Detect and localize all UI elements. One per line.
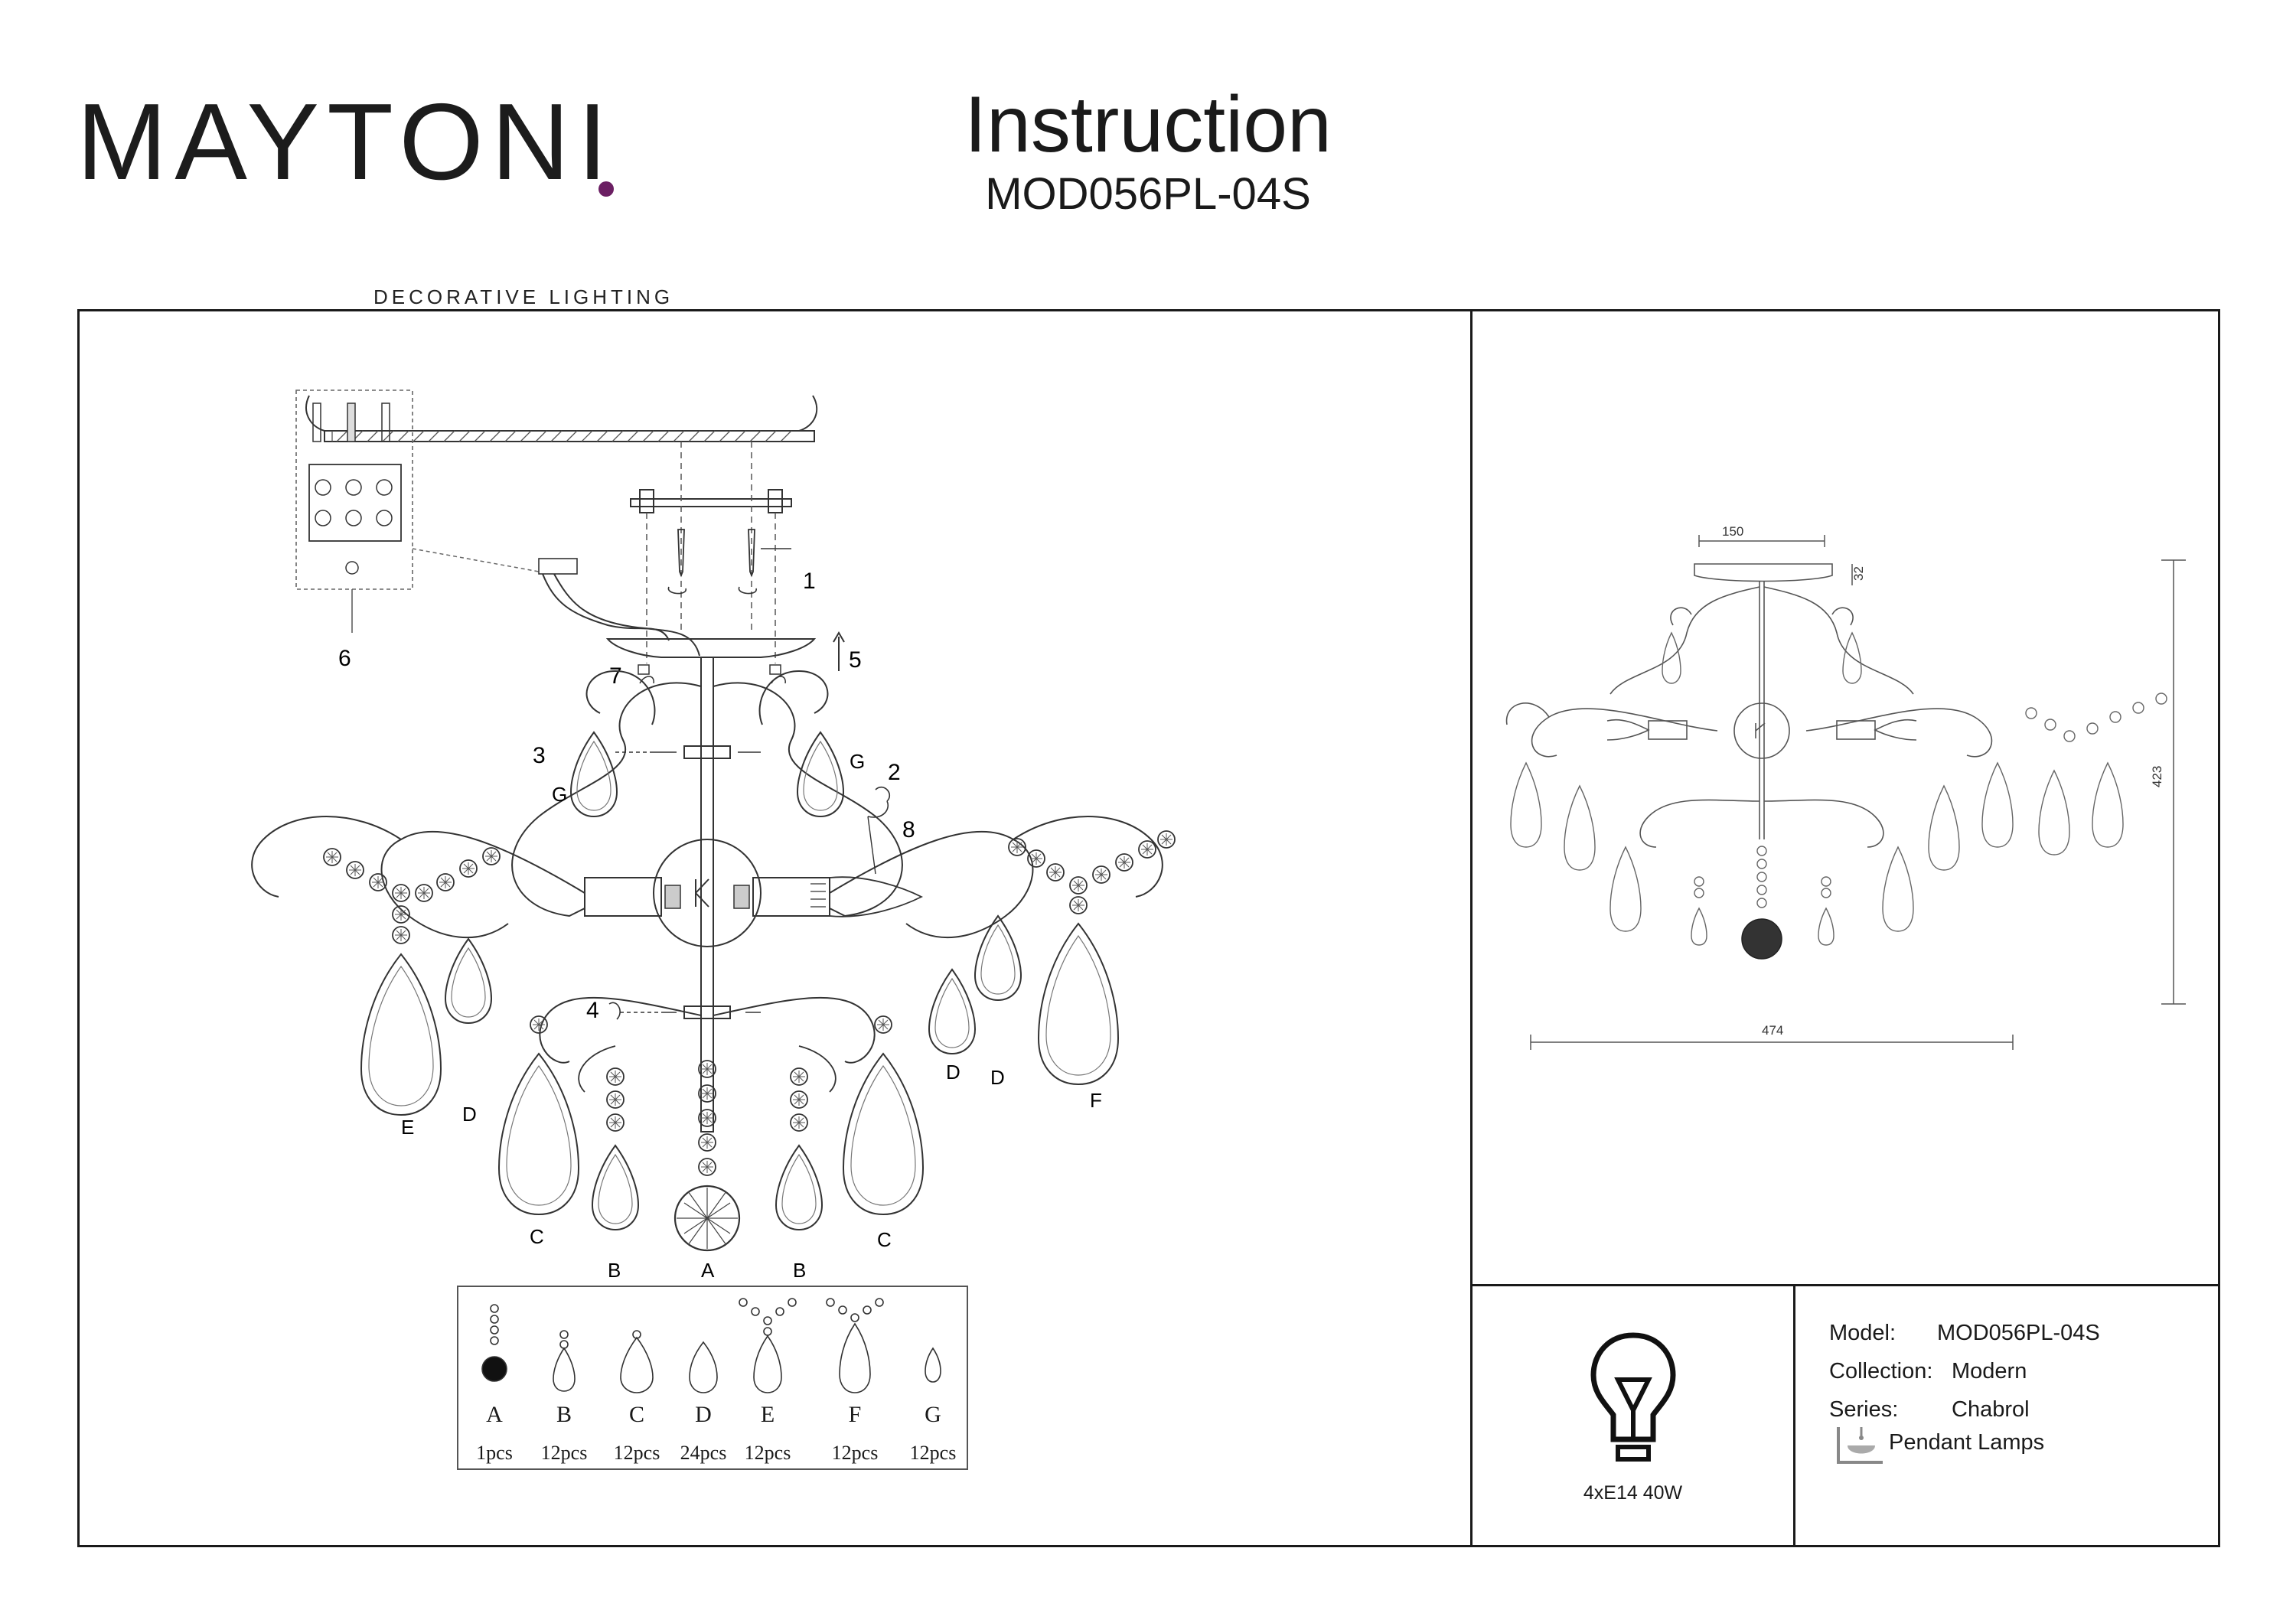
part-label: D [990,1066,1005,1089]
step-label: 5 [849,647,862,673]
part-item-e: E 12pcs [733,1287,802,1471]
brand-tagline: DECORATIVE LIGHTING [373,285,674,308]
page-title: Instruction [964,80,1332,169]
crystal-f [1038,923,1119,1085]
step-label: 6 [338,646,351,671]
part-letter: A [486,1402,503,1427]
model-label: Model: [1829,1321,1896,1345]
part-item-f: F 12pcs [820,1287,889,1471]
step-label: 7 [609,663,622,689]
divider [1470,309,1473,1547]
part-item-d: D 24pcs [669,1287,738,1471]
parts-legend: A 1pcs B 12pcs C 12pcs D 24pcs E 12pcs F… [457,1286,968,1470]
crystal-g [797,732,844,817]
brand-name: MAYTONI [77,81,615,203]
content-frame [77,309,2220,1547]
step-label: 1 [803,569,816,594]
part-label: B [793,1259,806,1282]
part-label: G [850,750,865,773]
crystal-c [843,1053,924,1215]
crystal-b [775,1145,823,1230]
part-letter: F [848,1402,862,1427]
part-label: C [877,1228,892,1251]
part-label: E [401,1116,414,1139]
step-label: 4 [586,998,599,1023]
dim-canopy-height: 32 [1851,566,1866,581]
part-letter: E [760,1402,775,1427]
crystal-e [360,953,442,1116]
dim-canopy-width: 150 [1722,524,1743,539]
bulb-icon [1590,1332,1676,1462]
part-item-a: A 1pcs [460,1287,529,1471]
brand-logo: MAYTONI DECORATIVE LIGHTING [77,88,670,309]
crystal-d [974,915,1022,1001]
assembly-diagram: 6 5 7 1 8 3 G G 2 [251,389,1176,1282]
divider [1470,1284,2220,1286]
part-qty: 12pcs [909,1442,957,1464]
dim-total-height: 423 [2150,766,2164,787]
part-item-g: G 12pcs [899,1287,967,1471]
bulb-cell: 4xE14 40W [1473,1286,1793,1547]
part-qty: 12pcs [831,1442,879,1464]
part-label: D [946,1061,960,1084]
crystal-d [928,969,976,1054]
part-label: A [701,1259,715,1282]
part-label: G [552,783,567,806]
model-value: MOD056PL-04S [1937,1321,2100,1345]
crystal-g [570,732,618,817]
part-letter: B [556,1402,572,1427]
step-label: 8 [902,817,915,842]
part-item-b: B 12pcs [530,1287,598,1471]
pendant-lamp-icon [1837,1427,1883,1464]
part-qty: 12pcs [613,1442,660,1464]
dimension-drawing: 150 32 423 474 [1505,524,2186,1050]
collection-label: Collection: [1829,1359,1933,1383]
part-label: C [530,1225,544,1248]
parts-legend-shapes [481,1298,941,1393]
series-label: Series: [1829,1397,1899,1422]
part-label: B [608,1259,621,1282]
step-label: 2 [888,760,901,785]
step-label: 3 [533,743,546,768]
part-letter: G [925,1402,941,1427]
part-qty: 1pcs [476,1442,513,1464]
part-qty: 12pcs [540,1442,588,1464]
part-label: D [462,1103,477,1126]
type-value: Pendant Lamps [1889,1430,2045,1455]
divider [1793,1284,1795,1547]
part-qty: 12pcs [744,1442,791,1464]
crystal-c [498,1053,579,1215]
crystal-d [445,938,492,1024]
part-letter: C [628,1402,644,1427]
part-qty: 24pcs [680,1442,727,1464]
spec-cell: Model: MOD056PL-04S Collection: Modern S… [1795,1286,2220,1547]
dim-total-width: 474 [1762,1023,1783,1038]
collection-value: Modern [1952,1359,2027,1383]
part-item-c: C 12pcs [602,1287,671,1471]
crystal-b [592,1145,639,1230]
logo-dot-icon [598,181,614,197]
bulb-label: 4xE14 40W [1583,1482,1683,1504]
page-model: MOD056PL-04S [985,169,1311,219]
series-value: Chabrol [1952,1397,2030,1422]
part-letter: D [695,1402,712,1427]
part-label: F [1090,1089,1102,1112]
